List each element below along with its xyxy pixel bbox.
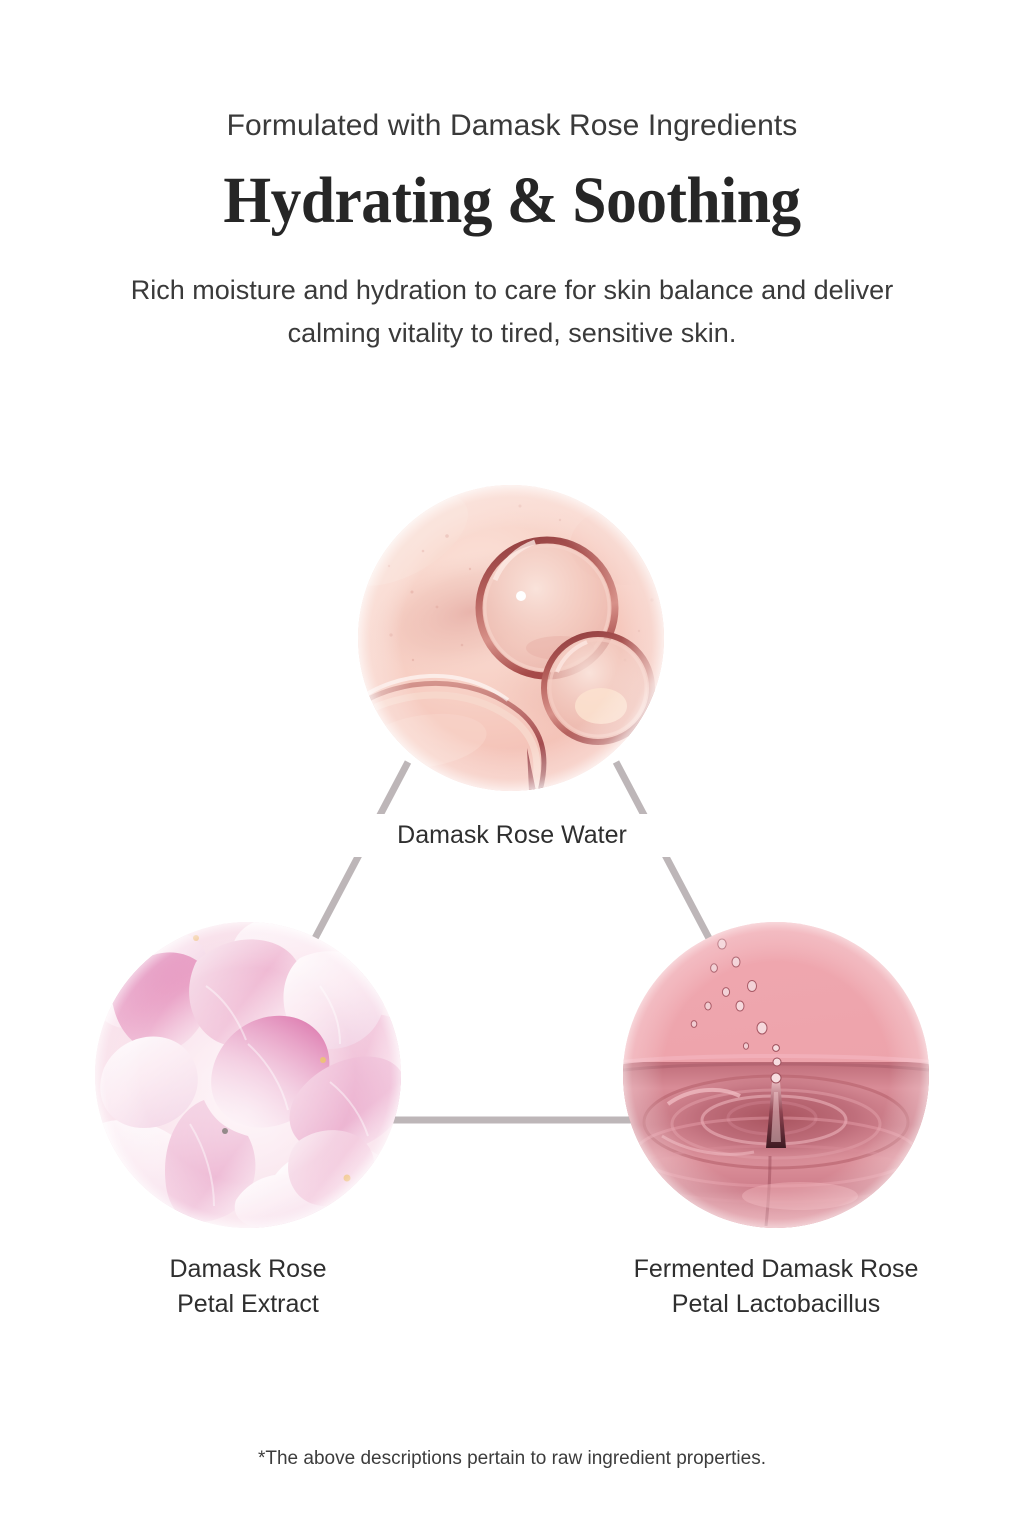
footnote-text: *The above descriptions pertain to raw i… [257, 1448, 766, 1469]
header-block: Formulated with Damask Rose Ingredients … [0, 108, 1024, 356]
circle-label-damask-rose-petal-extract: Damask Rose Petal Extract [169, 1255, 327, 1318]
circle-image-damask-rose-water [358, 485, 664, 791]
circle-label-fermented-damask-rose-petal-lactobacillus: Fermented Damask Rose Petal Lactobacillu… [633, 1255, 919, 1318]
circle-label-damask-rose-water: Damask Rose Water [312, 814, 712, 857]
eyebrow-text: Formulated with Damask Rose Ingredients [226, 109, 798, 142]
bubble-small [541, 631, 655, 745]
subcopy-text: Rich moisture and hydration to care for … [130, 274, 894, 349]
serum-stream [358, 674, 547, 791]
page-title: Hydrating & Soothing [223, 164, 801, 237]
bubble-large [475, 536, 619, 680]
circle-image-fermented-damask-rose-petal-lactobacillus [623, 922, 929, 1228]
circle-image-damask-rose-petal-extract [95, 922, 401, 1228]
